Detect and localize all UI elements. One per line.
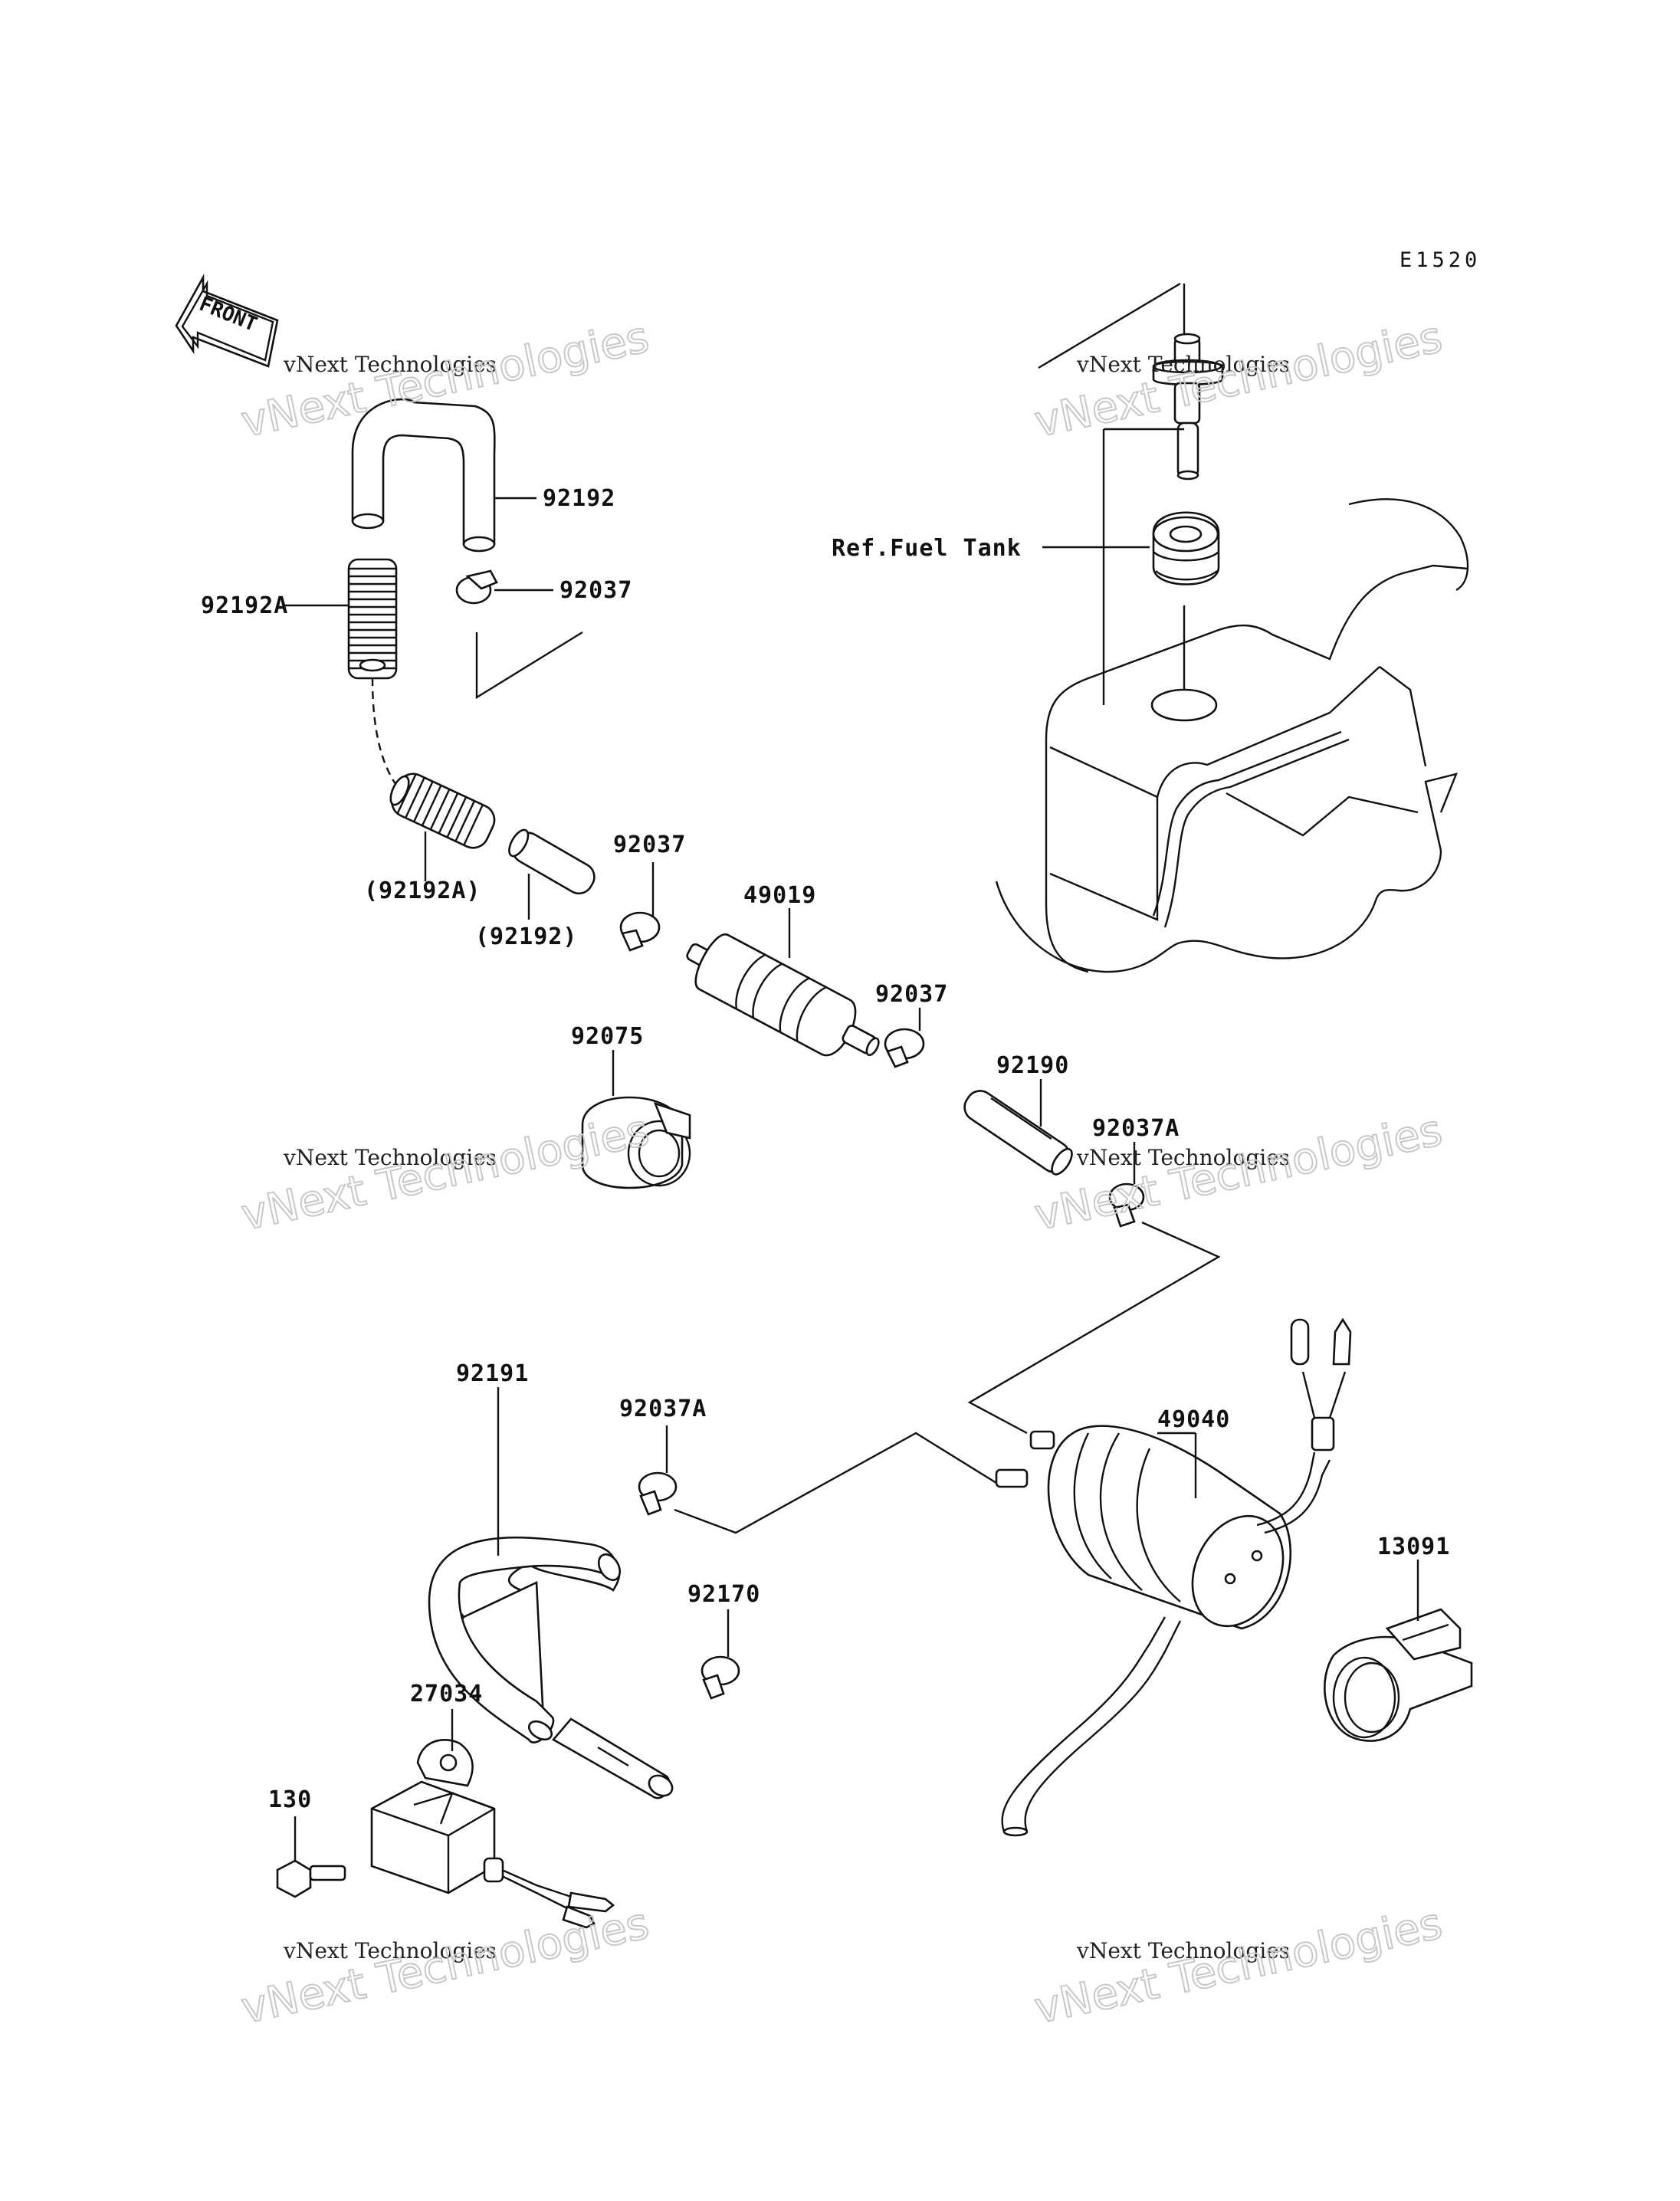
label-27034: 27034 [410, 1681, 483, 1707]
watermark-bottom-left: vNext Technologies vNext Technologies [236, 1898, 654, 2035]
label-130: 130 [268, 1786, 312, 1813]
clamp-92037A-upper [1108, 1183, 1145, 1228]
svg-text:vNext Technologies: vNext Technologies [237, 1899, 653, 2034]
clamp-13091 [1324, 1608, 1473, 1742]
label-92190: 92190 [996, 1052, 1069, 1079]
svg-text:vNext Technologies: vNext Technologies [283, 1938, 497, 1963]
svg-text:vNext Technologies: vNext Technologies [1076, 352, 1290, 377]
clamp-92037-right [884, 1028, 925, 1068]
svg-text:vNext Technologies: vNext Technologies [1076, 1145, 1290, 1170]
bolt-130 [276, 1859, 346, 1898]
fuel-tank [995, 498, 1469, 973]
label-92037-mid: 92037 [613, 832, 686, 858]
label-92037A-upper: 92037A [1092, 1115, 1180, 1142]
label-13091: 13091 [1377, 1533, 1450, 1560]
label-92192A-paren: (92192A) [364, 877, 481, 904]
fuel-tank-grommet [1152, 511, 1220, 586]
label-92192-paren: (92192) [475, 923, 577, 950]
svg-text:vNext Technologies: vNext Technologies [283, 1145, 497, 1170]
clamp-92037-mid [619, 911, 661, 952]
corrugated-hose-92192A [347, 558, 398, 680]
svg-text:vNext Technologies: vNext Technologies [283, 352, 497, 377]
clamp-92037A-lower [638, 1471, 678, 1516]
label-92075: 92075 [571, 1023, 644, 1050]
label-92037-right: 92037 [875, 981, 948, 1008]
label-92191: 92191 [456, 1360, 529, 1387]
ref-fuel-tank-label: Ref.Fuel Tank [832, 535, 1022, 562]
clamp-92037-top [455, 569, 498, 605]
clamp-92075 [581, 1096, 691, 1189]
label-92037-top: 92037 [559, 577, 632, 604]
svg-text:vNext Technologies: vNext Technologies [1030, 1899, 1446, 2034]
corrugated-hose-92192A-ref [389, 772, 496, 849]
front-arrow-icon: FRONT [175, 273, 279, 368]
label-92192A: 92192A [201, 592, 288, 619]
hose-92192-ref [508, 828, 596, 895]
watermark-top-right: vNext Technologies vNext Technologies [1029, 312, 1447, 448]
module-27034 [370, 1739, 615, 1929]
watermark-bottom-right: vNext Technologies vNext Technologies [1029, 1898, 1447, 2035]
svg-text:vNext Technologies: vNext Technologies [1030, 313, 1446, 448]
label-92170: 92170 [687, 1581, 760, 1608]
hose-92192-top [351, 398, 496, 553]
label-49019: 49019 [743, 882, 816, 909]
fuel-tank-fitting [1152, 333, 1224, 481]
label-92037A-lower: 92037A [619, 1396, 707, 1422]
svg-text:vNext Technologies: vNext Technologies [1076, 1938, 1290, 1963]
clamp-92170 [701, 1655, 740, 1700]
hose-92191 [428, 1536, 674, 1799]
diagram-code: E1520 [1399, 248, 1481, 272]
hose-92190 [963, 1090, 1073, 1176]
fuel-filter-49019 [686, 933, 880, 1057]
label-49040: 49040 [1157, 1406, 1230, 1433]
label-92192-top: 92192 [543, 485, 615, 512]
fuel-pump-49040 [995, 1317, 1352, 1837]
